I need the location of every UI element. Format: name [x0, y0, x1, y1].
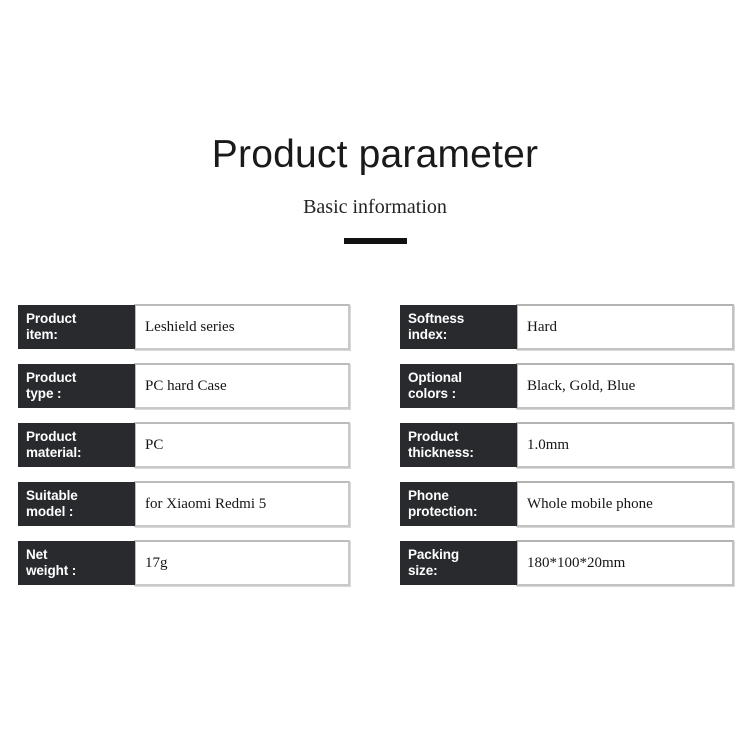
spec-label-line2: protection: — [408, 503, 478, 519]
page-header: Product parameter Basic information — [0, 132, 750, 244]
spec-label-line2: model : — [26, 503, 74, 519]
spec-label: Product thickness: — [400, 423, 517, 467]
spec-label-line1: Suitable — [26, 488, 78, 503]
spec-label-line1: Product — [408, 429, 459, 444]
spec-label-line1: Product — [26, 311, 77, 326]
spec-label-line1: Product — [26, 370, 77, 385]
spec-label: Suitable model : — [18, 482, 135, 526]
spec-label-line2: type : — [26, 385, 62, 401]
spec-value: Whole mobile phone — [516, 481, 734, 527]
spec-value: 17g — [134, 540, 350, 586]
accent-bar-divider — [343, 238, 407, 244]
spec-label-line1: Softness — [408, 311, 465, 326]
spec-label-line1: Phone — [408, 488, 449, 503]
spec-label-line2: item: — [26, 326, 58, 342]
page-subtitle: Basic information — [303, 196, 447, 218]
spec-label: Softness index: — [400, 305, 517, 349]
spec-row: Product type : PC hard Case — [18, 363, 350, 409]
spec-label-line1: Packing — [408, 547, 460, 562]
spec-value: 180*100*20mm — [516, 540, 734, 586]
spec-label-line1: Optional — [408, 370, 462, 385]
spec-row: Phone protection: Whole mobile phone — [400, 481, 734, 527]
spec-label: Product item: — [18, 305, 135, 349]
spec-row: Product item: Leshield series — [18, 304, 350, 350]
spec-row: Packing size: 180*100*20mm — [400, 540, 734, 586]
spec-value: Black, Gold, Blue — [516, 363, 734, 409]
spec-label: Packing size: — [400, 541, 517, 585]
spec-label-line2: thickness: — [408, 444, 474, 460]
spec-label: Product material: — [18, 423, 135, 467]
spec-label-line1: Net — [26, 547, 48, 562]
spec-label: Optional colors : — [400, 364, 517, 408]
spec-label-line2: colors : — [408, 385, 456, 401]
spec-value: PC — [134, 422, 350, 468]
spec-value: for Xiaomi Redmi 5 — [134, 481, 350, 527]
spec-row: Product material: PC — [18, 422, 350, 468]
spec-label: Net weight : — [18, 541, 135, 585]
spec-value: Hard — [516, 304, 734, 350]
spec-row: Product thickness: 1.0mm — [400, 422, 734, 468]
spec-label-line2: size: — [408, 562, 438, 578]
spec-label: Phone protection: — [400, 482, 517, 526]
spec-label-line2: index: — [408, 326, 448, 342]
spec-value: 1.0mm — [516, 422, 734, 468]
spec-row: Suitable model : for Xiaomi Redmi 5 — [18, 481, 350, 527]
page-title: Product parameter — [211, 133, 539, 176]
spec-label-line2: weight : — [26, 562, 77, 578]
spec-row: Net weight : 17g — [18, 540, 350, 586]
spec-label-line1: Product — [26, 429, 77, 444]
spec-value: Leshield series — [134, 304, 350, 350]
spec-label-line2: material: — [26, 444, 82, 460]
spec-column-right: Softness index: Hard Optional colors : B… — [400, 304, 734, 586]
spec-label: Product type : — [18, 364, 135, 408]
spec-column-left: Product item: Leshield series Product ty… — [18, 304, 350, 586]
spec-row: Optional colors : Black, Gold, Blue — [400, 363, 734, 409]
spec-row: Softness index: Hard — [400, 304, 734, 350]
spec-value: PC hard Case — [134, 363, 350, 409]
spec-grid: Product item: Leshield series Product ty… — [0, 304, 750, 586]
